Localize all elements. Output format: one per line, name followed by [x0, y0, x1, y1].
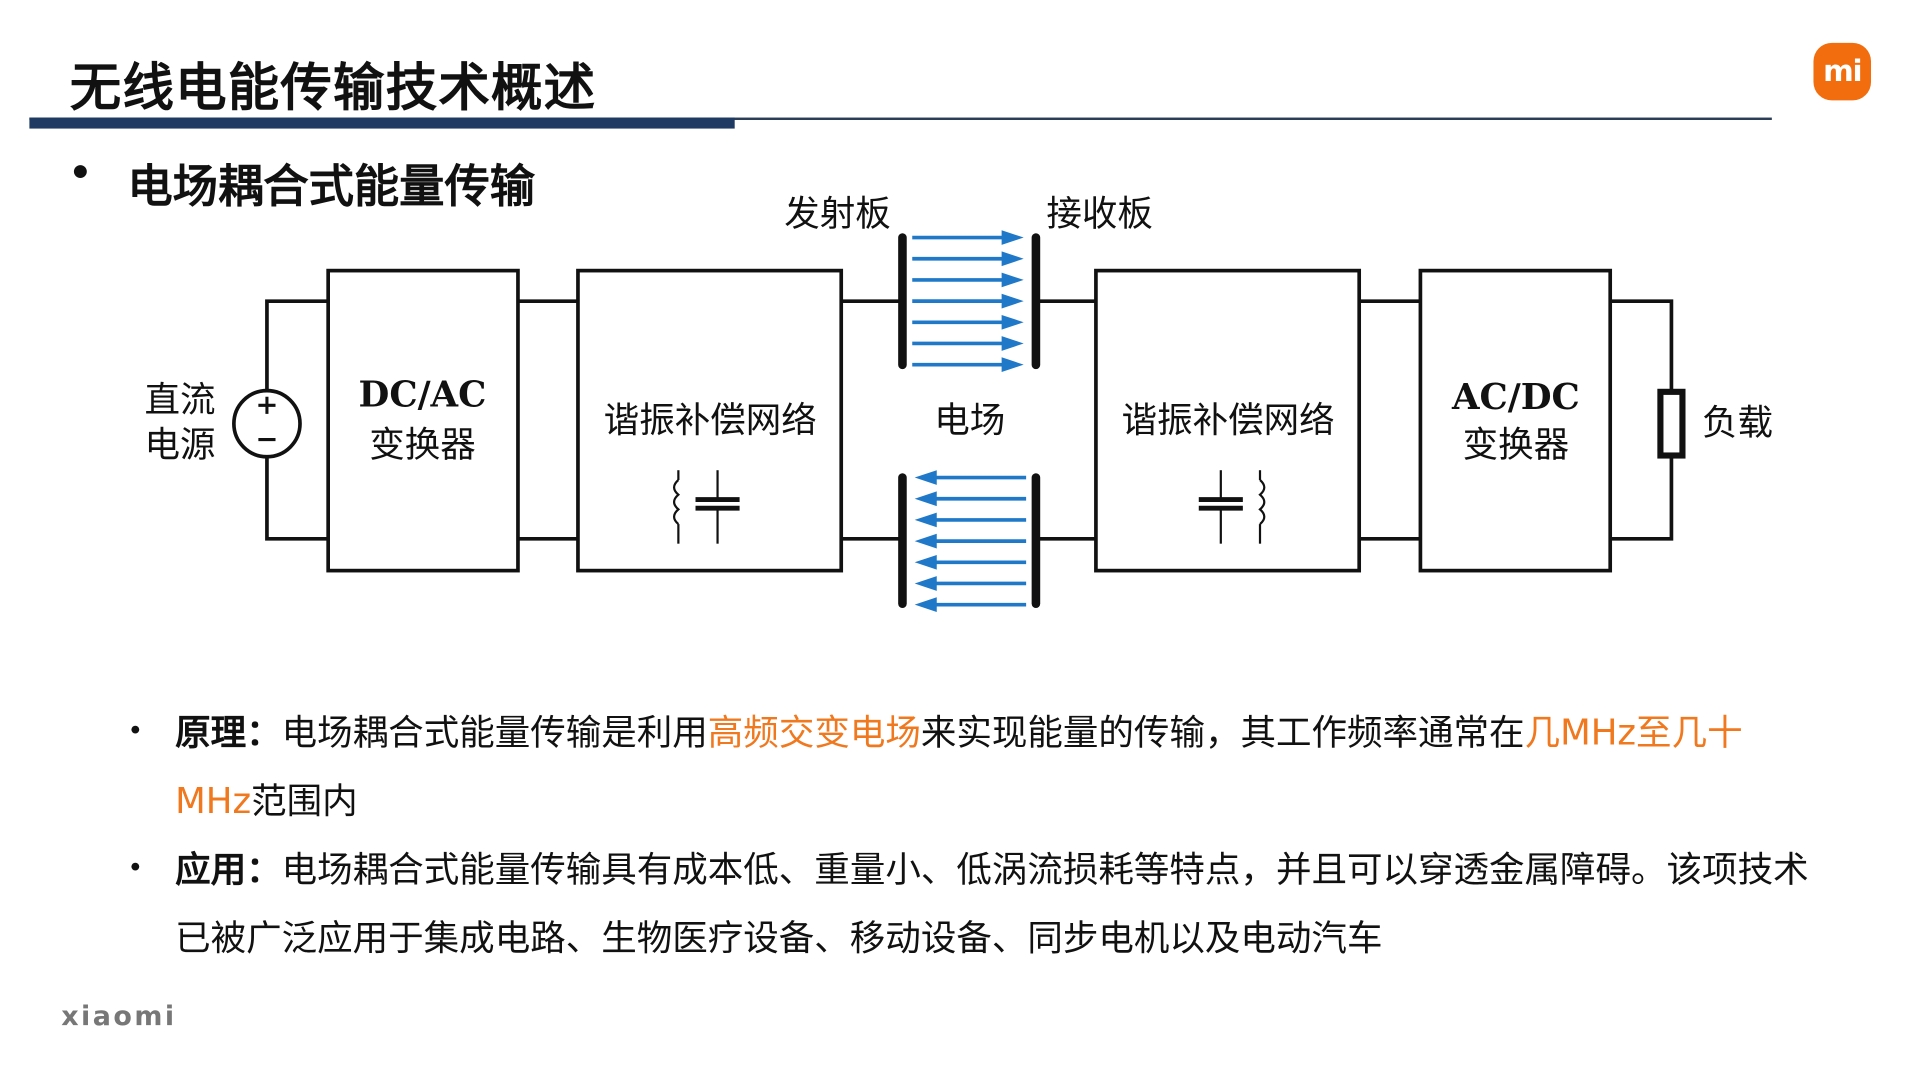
- lc-tx-icon: [672, 470, 740, 544]
- resonant-rx-box: [1094, 268, 1362, 573]
- field-arrow-left: [914, 597, 1027, 613]
- field-arrow-right: [912, 293, 1024, 309]
- acdc-label: 变换器: [1463, 425, 1570, 466]
- highlight-text: 高频交变电场: [707, 711, 921, 754]
- field-arrow-right: [912, 357, 1024, 373]
- dcac-label: 变换器: [369, 425, 476, 466]
- dcac-box: [326, 268, 520, 573]
- resonant-tx-label: 谐振补偿网络: [604, 400, 817, 441]
- wire: [1610, 299, 1674, 392]
- page-title: 无线电能传输技术概述: [69, 57, 597, 118]
- acdc-box: [1418, 268, 1613, 573]
- field-arrow-right: [912, 272, 1024, 288]
- title-underline-bar: [29, 117, 735, 129]
- text: 电场耦合式能量传输是利用: [281, 711, 708, 754]
- section-title: 电场耦合式能量传输: [127, 160, 536, 214]
- resonant-rx-label: 谐振补偿网络: [1122, 400, 1335, 441]
- field-label: 电场: [934, 400, 1005, 441]
- bullet-icon: •: [68, 151, 93, 195]
- highlight-text: 几MHz至几十MHz: [175, 711, 1743, 822]
- resonant-tx-box: [576, 268, 844, 573]
- field-arrow-right: [912, 336, 1024, 351]
- field-arrow-right: [912, 314, 1024, 330]
- field-arrow-left: [914, 491, 1027, 507]
- field-arrow-left: [914, 533, 1027, 549]
- field-arrow-left: [914, 576, 1027, 591]
- principle-label: 原理：: [175, 711, 282, 754]
- load-resistor-icon: [1657, 388, 1686, 459]
- bullet-icon: •: [127, 853, 144, 885]
- source-polarity-icon: [258, 396, 276, 442]
- transmit-plate-label: 发射板: [784, 193, 891, 234]
- text: 来实现能量的传输，其工作频率通常在: [920, 711, 1525, 754]
- field-arrow-left: [914, 512, 1027, 528]
- dcac-label: DC/AC: [359, 375, 487, 416]
- wire: [265, 299, 329, 391]
- capacitor-plates: [898, 233, 1041, 608]
- mi-logo: mi: [1813, 42, 1872, 101]
- receive-plate-label: 接收板: [1046, 193, 1153, 234]
- title-divider: [29, 117, 1772, 121]
- load-label: 负载: [1702, 403, 1773, 444]
- source-label: 电源: [144, 425, 215, 466]
- field-arrows: [912, 230, 1027, 613]
- application-label: 应用：: [175, 848, 282, 891]
- field-arrow-right: [912, 230, 1024, 245]
- principle-bullet: • 原理：电场耦合式能量传输是利用高频交变电场来实现能量的传输，其工作频率通常在…: [127, 698, 1817, 835]
- wire: [265, 456, 329, 541]
- source-label: 直流: [144, 379, 215, 420]
- xiaomi-wordmark: xiaomi: [61, 1001, 177, 1033]
- field-arrow-right: [912, 251, 1024, 267]
- bullet-icon: •: [127, 716, 144, 747]
- text: 电场耦合式能量传输具有成本低、重量小、低涡流损耗等特点，并且可以穿透金属障碍。该…: [175, 848, 1809, 959]
- lc-rx-icon: [1198, 470, 1266, 544]
- application-bullet: • 应用：电场耦合式能量传输具有成本低、重量小、低涡流损耗等特点，并且可以穿透金…: [127, 835, 1817, 972]
- acdc-label: AC/DC: [1451, 377, 1580, 418]
- field-arrow-left: [914, 470, 1027, 485]
- wire: [1610, 455, 1674, 541]
- text: 范围内: [251, 780, 358, 822]
- field-arrow-left: [914, 554, 1027, 570]
